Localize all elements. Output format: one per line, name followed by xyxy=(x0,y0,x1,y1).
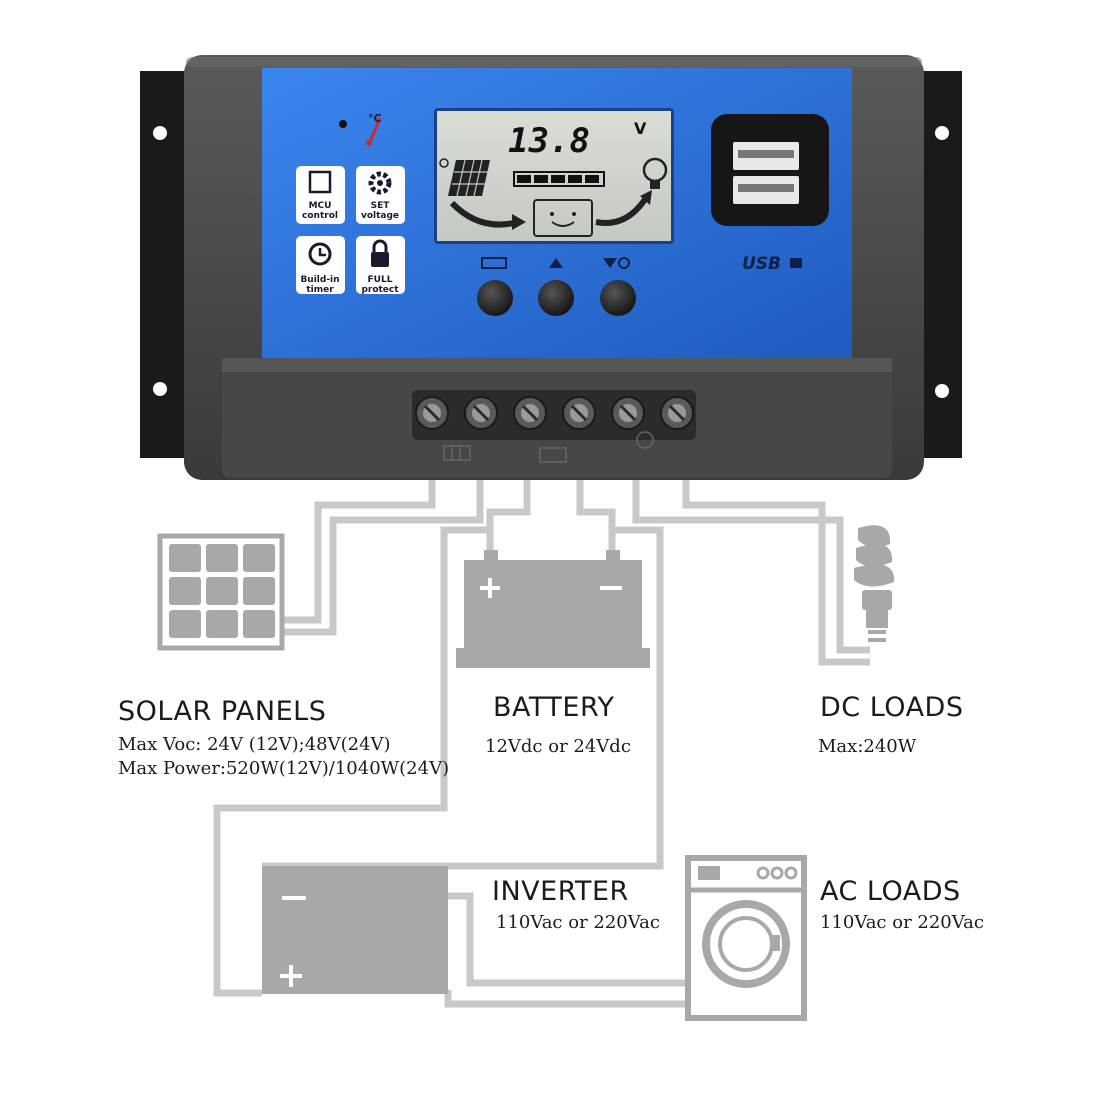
solar-terminal-icon xyxy=(443,445,471,461)
dc-loads-spec: Max:240W xyxy=(818,736,917,757)
lcd-solar-panel-icon xyxy=(448,159,490,197)
svg-text:protect: protect xyxy=(361,285,399,295)
wire-battery-negative-inverter xyxy=(262,526,664,870)
inverter-icon xyxy=(262,866,448,994)
wires xyxy=(213,478,870,1008)
svg-text:timer: timer xyxy=(306,285,334,295)
chip-icon xyxy=(308,170,332,194)
cfl-bulb-icon xyxy=(854,525,895,642)
wire-battery-negative xyxy=(576,478,616,552)
terminal-screw[interactable] xyxy=(415,396,449,430)
battery-title: BATTERY xyxy=(493,692,615,723)
usb-label: USB xyxy=(742,254,781,274)
badge-mcu-control: MCU control xyxy=(296,166,345,224)
gear-icon xyxy=(368,171,392,195)
up-button[interactable] xyxy=(538,280,574,316)
solar-cell xyxy=(243,544,275,572)
battery-spec: 12Vdc or 24Vdc xyxy=(485,736,631,757)
clock-icon xyxy=(308,242,332,266)
lcd-bulb-icon xyxy=(642,157,668,189)
solar-cell xyxy=(206,544,238,572)
svg-text:MCU: MCU xyxy=(309,201,332,211)
mounting-bracket-left xyxy=(140,71,190,458)
down-icon xyxy=(603,258,617,268)
badge-set-voltage: SET voltage xyxy=(356,166,405,224)
terminal-screws xyxy=(415,396,694,430)
lcd-screen: 13.8 V xyxy=(434,108,674,244)
solar-panel-icon xyxy=(157,533,285,651)
lock-icon xyxy=(371,252,389,267)
menu-button[interactable] xyxy=(477,280,513,316)
menu-icon xyxy=(481,257,507,269)
solar-cell xyxy=(169,610,201,638)
up-icon xyxy=(549,258,563,268)
wire-battery-positive xyxy=(486,478,531,552)
lcd-battery-level xyxy=(513,171,605,187)
lcd-arrow-left xyxy=(449,200,519,228)
inverter-title: INVERTER xyxy=(492,876,629,907)
ac-loads-title: AC LOADS xyxy=(820,876,961,907)
inverter-spec: 110Vac or 220Vac xyxy=(496,912,660,933)
svg-text:voltage: voltage xyxy=(361,211,399,221)
temp-unit: °C xyxy=(368,112,382,125)
solar-title: SOLAR PANELS xyxy=(118,696,327,727)
badge-full-protect: FULL protect xyxy=(356,236,405,295)
wire-battery-positive-inverter xyxy=(213,526,490,997)
terminal-symbols xyxy=(443,431,654,463)
wire-inverter-ac1 xyxy=(448,892,690,987)
svg-text:control: control xyxy=(302,211,338,221)
charge-controller: °C MCU control SET voltage Build-in time… xyxy=(140,55,962,480)
ac-loads-spec: 110Vac or 220Vac xyxy=(820,912,984,933)
solar-cell xyxy=(206,610,238,638)
lcd-arrow-right xyxy=(595,196,649,226)
solar-cell xyxy=(169,577,201,605)
terminal-strip xyxy=(412,390,696,440)
badge-build-in-timer: Build-in timer xyxy=(296,236,345,295)
solar-cell xyxy=(206,577,238,605)
lcd-battery-face-icon xyxy=(533,199,593,237)
lcd-voltage-value: 13.8 xyxy=(508,121,590,161)
down-button[interactable] xyxy=(600,280,636,316)
terminal-screw[interactable] xyxy=(660,396,694,430)
wire-inverter-ac2 xyxy=(444,990,690,1008)
dc-loads-title: DC LOADS xyxy=(820,692,964,723)
status-led xyxy=(339,120,347,128)
lcd-voltage-unit: V xyxy=(634,119,647,138)
terminal-screw[interactable] xyxy=(513,396,547,430)
washing-machine-icon xyxy=(685,855,807,1021)
terminal-screw[interactable] xyxy=(562,396,596,430)
usb-module xyxy=(711,114,829,226)
battery-terminal-icon xyxy=(539,447,567,463)
svg-text:SET: SET xyxy=(371,201,391,211)
thermometer-icon xyxy=(366,117,382,146)
svg-text:Build-in: Build-in xyxy=(300,275,339,285)
solar-cell xyxy=(243,577,275,605)
button-icons xyxy=(481,257,630,269)
solar-cell xyxy=(243,610,275,638)
sun-icon xyxy=(439,158,449,168)
solar-spec-voc: Max Voc: 24V (12V);48V(24V) xyxy=(118,734,391,755)
battery-icon xyxy=(456,550,650,668)
solar-cell xyxy=(169,544,201,572)
bulb-terminal-icon xyxy=(636,431,654,449)
wire-load-positive xyxy=(632,478,870,654)
wire-solar-negative xyxy=(282,478,484,636)
wire-solar-positive xyxy=(282,478,436,624)
solar-spec-power: Max Power:520W(12V)/1040W(24V) xyxy=(118,758,450,779)
wire-load-negative xyxy=(682,478,870,666)
svg-text:FULL: FULL xyxy=(368,275,393,285)
terminal-screw[interactable] xyxy=(611,396,645,430)
terminal-screw[interactable] xyxy=(464,396,498,430)
